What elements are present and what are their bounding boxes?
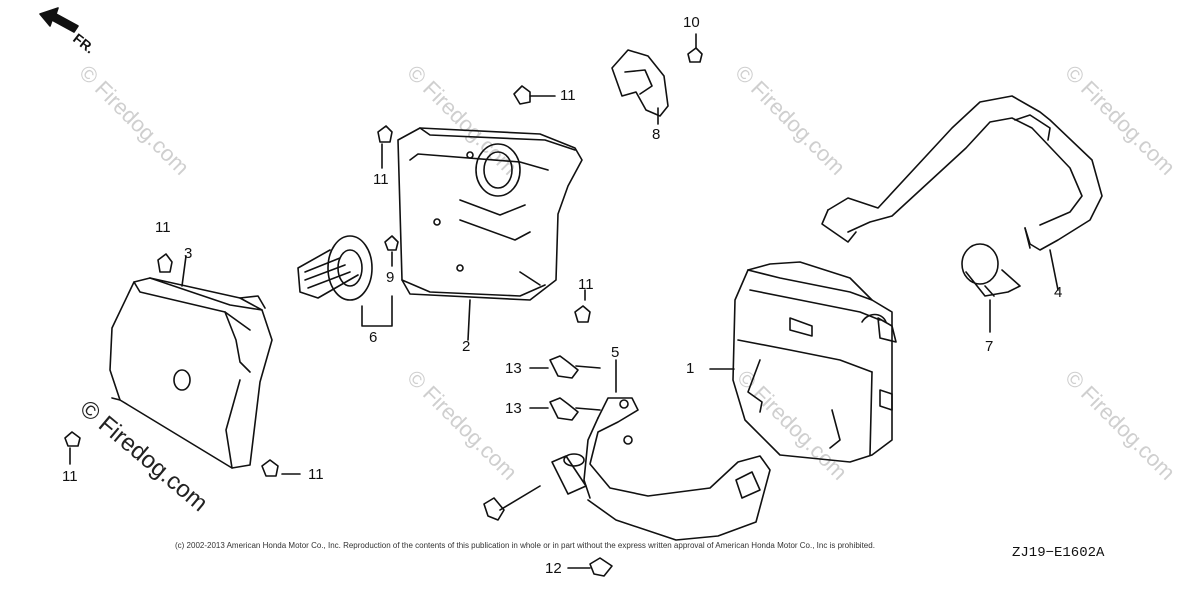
callout-3: 3 bbox=[184, 245, 193, 262]
callout-11: 11 bbox=[62, 468, 78, 485]
callout-6: 6 bbox=[369, 329, 378, 346]
flange-bolts bbox=[64, 47, 703, 577]
callout-13: 13 bbox=[505, 360, 522, 377]
bolt-shank bbox=[499, 365, 601, 511]
callout-11: 11 bbox=[155, 219, 171, 236]
callout-13: 13 bbox=[505, 400, 522, 417]
copyright-notice: (c) 2002-2013 American Honda Motor Co., … bbox=[175, 541, 875, 550]
callout-11: 11 bbox=[373, 171, 389, 188]
front-direction-arrow-icon bbox=[39, 7, 79, 33]
diagram-code: ZJ19−E1602A bbox=[1012, 545, 1105, 561]
muffler-stay bbox=[551, 397, 771, 541]
leader-line bbox=[181, 255, 187, 287]
callout-9: 9 bbox=[386, 269, 395, 286]
callout-5: 5 bbox=[611, 344, 620, 361]
callout-1: 1 bbox=[686, 360, 695, 377]
leader-line bbox=[361, 295, 393, 327]
exhaust-pipe bbox=[821, 95, 1103, 251]
callout-4: 4 bbox=[1054, 284, 1063, 301]
muffler-cover bbox=[109, 277, 273, 469]
callout-7: 7 bbox=[985, 338, 994, 355]
muffler bbox=[732, 261, 897, 463]
pipe-clamp bbox=[961, 243, 1021, 297]
callout-11: 11 bbox=[560, 87, 576, 104]
callout-2: 2 bbox=[462, 338, 471, 355]
muffler-plate bbox=[611, 49, 669, 117]
spark-arrester bbox=[297, 235, 373, 301]
callout-10: 10 bbox=[683, 14, 700, 31]
callout-11: 11 bbox=[308, 466, 324, 483]
callout-12: 12 bbox=[545, 560, 562, 577]
callout-11: 11 bbox=[578, 276, 594, 293]
leader-line bbox=[467, 299, 471, 341]
callout-8: 8 bbox=[652, 126, 661, 143]
leader-line bbox=[1049, 249, 1059, 291]
muffler-protector bbox=[397, 127, 583, 301]
